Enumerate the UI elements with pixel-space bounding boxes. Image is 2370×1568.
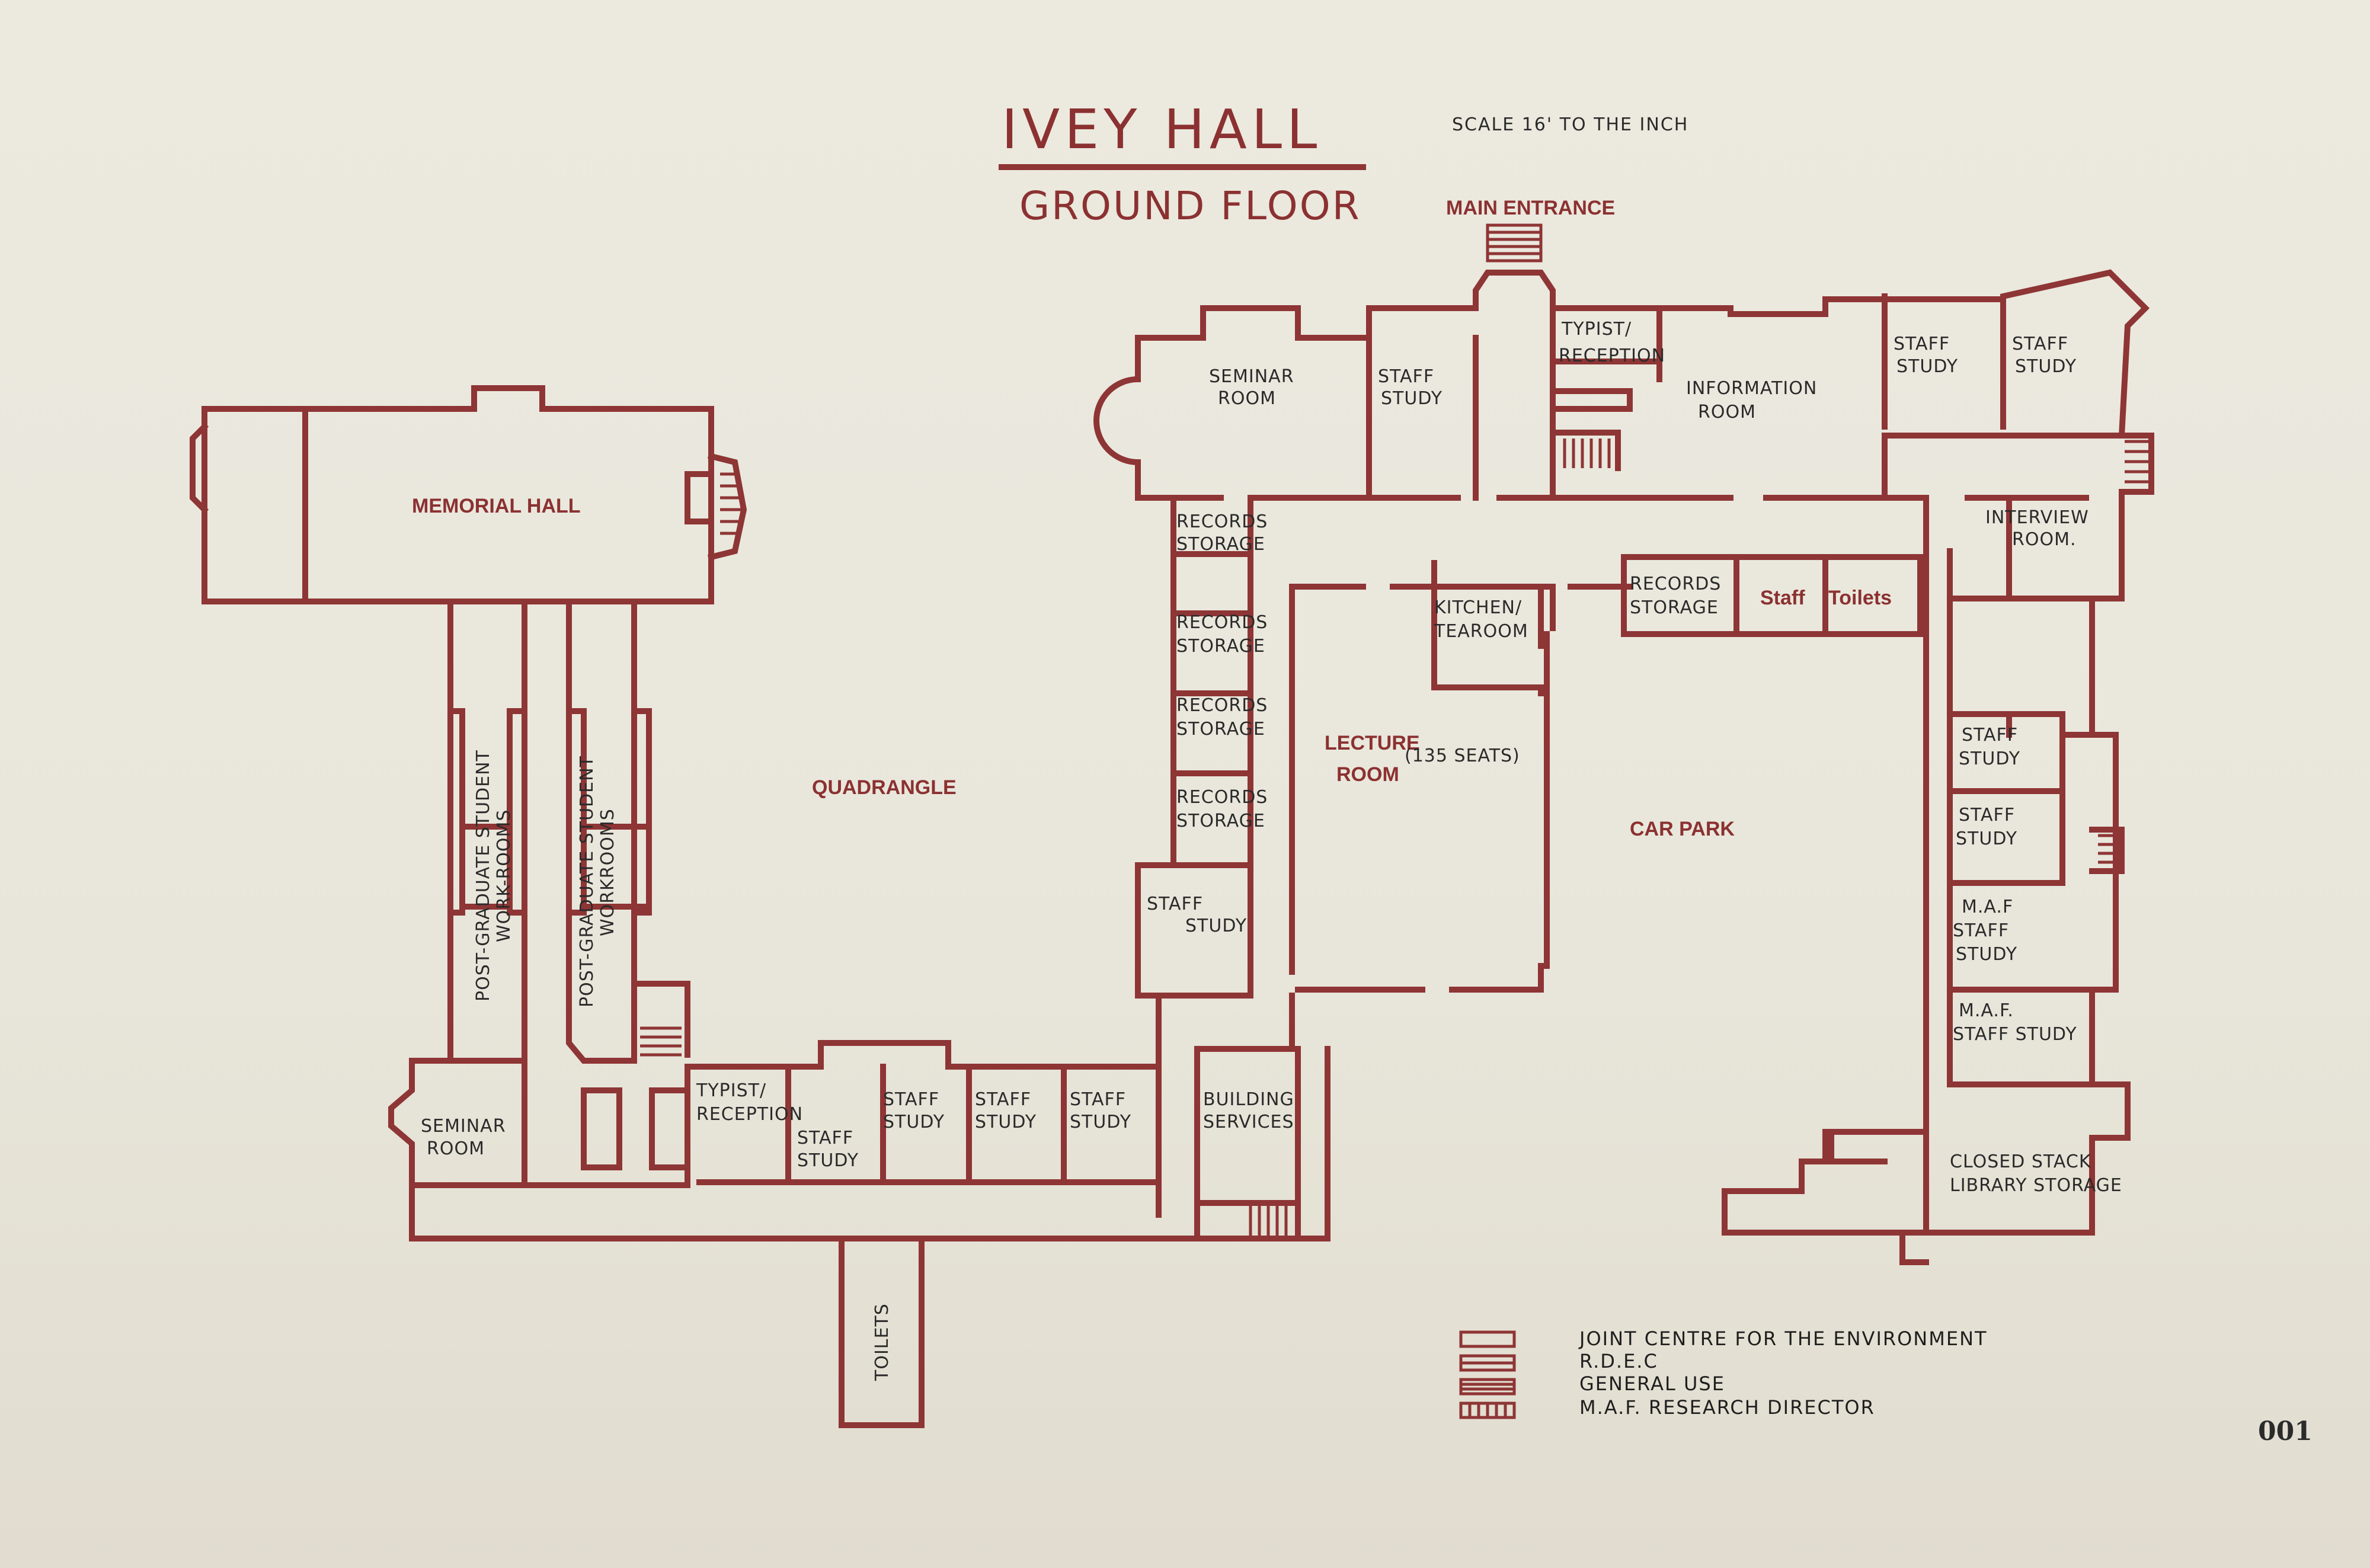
records-storage-1b: STORAGE bbox=[1176, 534, 1265, 555]
staff-study-e1-1: STAFF bbox=[1962, 725, 2018, 745]
postgrad-workrooms-walls bbox=[447, 599, 690, 1064]
legend-item-maf: M.A.F. RESEARCH DIRECTOR bbox=[1579, 1396, 1875, 1419]
legend-item-general: GENERAL USE bbox=[1579, 1372, 1725, 1395]
memorial-hall-label: MEMORIAL HALL bbox=[412, 495, 581, 517]
plan-title: IVEY HALL bbox=[1002, 98, 1322, 161]
staff-room-label: Staff bbox=[1760, 587, 1805, 609]
north-east-stair bbox=[2125, 440, 2148, 484]
information-room-2: ROOM bbox=[1698, 402, 1756, 423]
staff-study-north-2: STUDY bbox=[1381, 388, 1443, 409]
postgrad-workroom-1a: POST-GRADUATE STUDENT bbox=[473, 750, 494, 1001]
maf-staff-study-1b: STAFF bbox=[1953, 920, 2009, 941]
north-service-rooms-walls bbox=[1544, 554, 1923, 963]
kitchen-tearoom-2: TEAROOM bbox=[1434, 621, 1528, 642]
plan-subtitle: GROUND FLOOR bbox=[1019, 183, 1361, 229]
lecture-room-label-1: LECTURE bbox=[1325, 732, 1420, 754]
records-storage-north-2: STORAGE bbox=[1630, 597, 1719, 618]
staff-study-e1-2: STUDY bbox=[1959, 748, 2020, 769]
typist-reception-south-1: TYPIST/ bbox=[696, 1080, 766, 1101]
seminar-room-south-1: SEMINAR bbox=[421, 1116, 506, 1137]
toilets-south-label: TOILETS bbox=[872, 1303, 893, 1381]
scale-note: SCALE 16' TO THE INCH bbox=[1452, 114, 1688, 135]
postgrad-workroom-1b: WORK-ROOMS bbox=[494, 809, 514, 942]
typist-reception-south-2: RECEPTION bbox=[696, 1104, 803, 1125]
records-storage-north-1: RECORDS bbox=[1630, 574, 1721, 594]
staff-study-ne1-2: STUDY bbox=[1896, 356, 1958, 377]
postgrad-stair bbox=[640, 1026, 682, 1057]
staff-study-s4-2: STUDY bbox=[1070, 1112, 1131, 1132]
maf-staff-study-2a: M.A.F. bbox=[1959, 1000, 2014, 1021]
records-storage-3b: STORAGE bbox=[1176, 719, 1265, 740]
staff-study-s3-1: STAFF bbox=[975, 1089, 1031, 1110]
staff-study-s3-2: STUDY bbox=[975, 1112, 1037, 1132]
north-block-walls bbox=[1093, 269, 2154, 1087]
staff-study-mid-2: STUDY bbox=[1185, 916, 1247, 936]
staff-study-ne1-1: STAFF bbox=[1894, 334, 1950, 354]
maf-staff-study-1a: M.A.F bbox=[1962, 897, 2013, 917]
quadrangle-label: QUADRANGLE bbox=[812, 776, 957, 799]
records-storage-4b: STORAGE bbox=[1176, 811, 1265, 831]
memorial-hall-walls bbox=[190, 385, 747, 604]
main-entrance-label: MAIN ENTRANCE bbox=[1446, 197, 1615, 219]
information-room-1: INFORMATION bbox=[1686, 378, 1817, 399]
staff-study-s1-1: STAFF bbox=[797, 1128, 853, 1148]
staff-study-s1-2: STUDY bbox=[797, 1150, 859, 1171]
staff-study-mid-1: STAFF bbox=[1147, 894, 1203, 914]
records-storage-2b: STORAGE bbox=[1176, 636, 1265, 657]
staff-study-s4-1: STAFF bbox=[1070, 1089, 1126, 1110]
typist-reception-north-1: TYPIST/ bbox=[1561, 319, 1632, 340]
typist-reception-north-2: RECEPTION bbox=[1559, 345, 1665, 366]
toilets-room-label: Toilets bbox=[1828, 587, 1892, 609]
records-storage-1a: RECORDS bbox=[1176, 511, 1268, 532]
staff-study-s2-2: STUDY bbox=[883, 1112, 945, 1132]
seminar-room-south-2: ROOM bbox=[427, 1138, 485, 1159]
legend-item-rdec: R.D.E.C bbox=[1579, 1350, 1658, 1372]
lecture-room-walls bbox=[1295, 560, 1633, 993]
east-wing-walls bbox=[1923, 495, 2125, 1182]
closed-stack-walls bbox=[1722, 1081, 2131, 1265]
records-storage-walls bbox=[1135, 501, 1295, 1064]
south-wing-walls bbox=[388, 1004, 1330, 1241]
staff-study-ne2-1: STAFF bbox=[2012, 334, 2068, 354]
lecture-seats-label: (135 SEATS) bbox=[1405, 745, 1520, 766]
east-stair bbox=[2098, 834, 2119, 864]
lecture-room-label-2: ROOM bbox=[1336, 763, 1399, 786]
staff-study-ne2-2: STUDY bbox=[2015, 356, 2077, 377]
postgrad-workroom-2a: POST-GRADUATE STUDENT bbox=[577, 756, 597, 1007]
postgrad-workroom-2b: WORKROOMS bbox=[597, 808, 618, 936]
building-services-stair bbox=[1249, 1203, 1288, 1237]
kitchen-tearoom-1: KITCHEN/ bbox=[1434, 597, 1522, 618]
main-entrance-steps bbox=[1486, 223, 1543, 263]
interview-room-2: ROOM. bbox=[2012, 529, 2077, 550]
records-storage-4a: RECORDS bbox=[1176, 787, 1268, 808]
toilets-annex-walls bbox=[839, 1236, 925, 1428]
records-storage-2a: RECORDS bbox=[1176, 612, 1268, 633]
legend-swatches bbox=[1459, 1330, 1516, 1419]
staff-study-north-1: STAFF bbox=[1378, 366, 1434, 387]
closed-stack-1: CLOSED STACK bbox=[1950, 1151, 2091, 1172]
car-park-label: CAR PARK bbox=[1630, 818, 1735, 840]
building-services-1: BUILDING bbox=[1203, 1089, 1294, 1110]
maf-staff-study-1c: STUDY bbox=[1956, 944, 2017, 965]
seminar-room-north-1: SEMINAR bbox=[1209, 366, 1294, 387]
records-storage-3a: RECORDS bbox=[1176, 695, 1268, 716]
legend-item-jce: JOINT CENTRE FOR THE ENVIRONMENT bbox=[1578, 1327, 1988, 1350]
building-services-2: SERVICES bbox=[1203, 1112, 1294, 1132]
interview-room-1: INTERVIEW bbox=[1985, 507, 2089, 528]
staff-study-s2-1: STAFF bbox=[883, 1089, 939, 1110]
staff-study-e2-1: STAFF bbox=[1959, 805, 2015, 825]
closed-stack-2: LIBRARY STORAGE bbox=[1950, 1175, 2122, 1196]
staff-study-e2-2: STUDY bbox=[1956, 828, 2017, 849]
seminar-room-north-2: ROOM bbox=[1218, 388, 1276, 409]
sheet-number: 001 bbox=[2258, 1416, 2313, 1447]
maf-staff-study-2b: STAFF STUDY bbox=[1953, 1024, 2077, 1045]
entrance-stair bbox=[1563, 439, 1611, 468]
